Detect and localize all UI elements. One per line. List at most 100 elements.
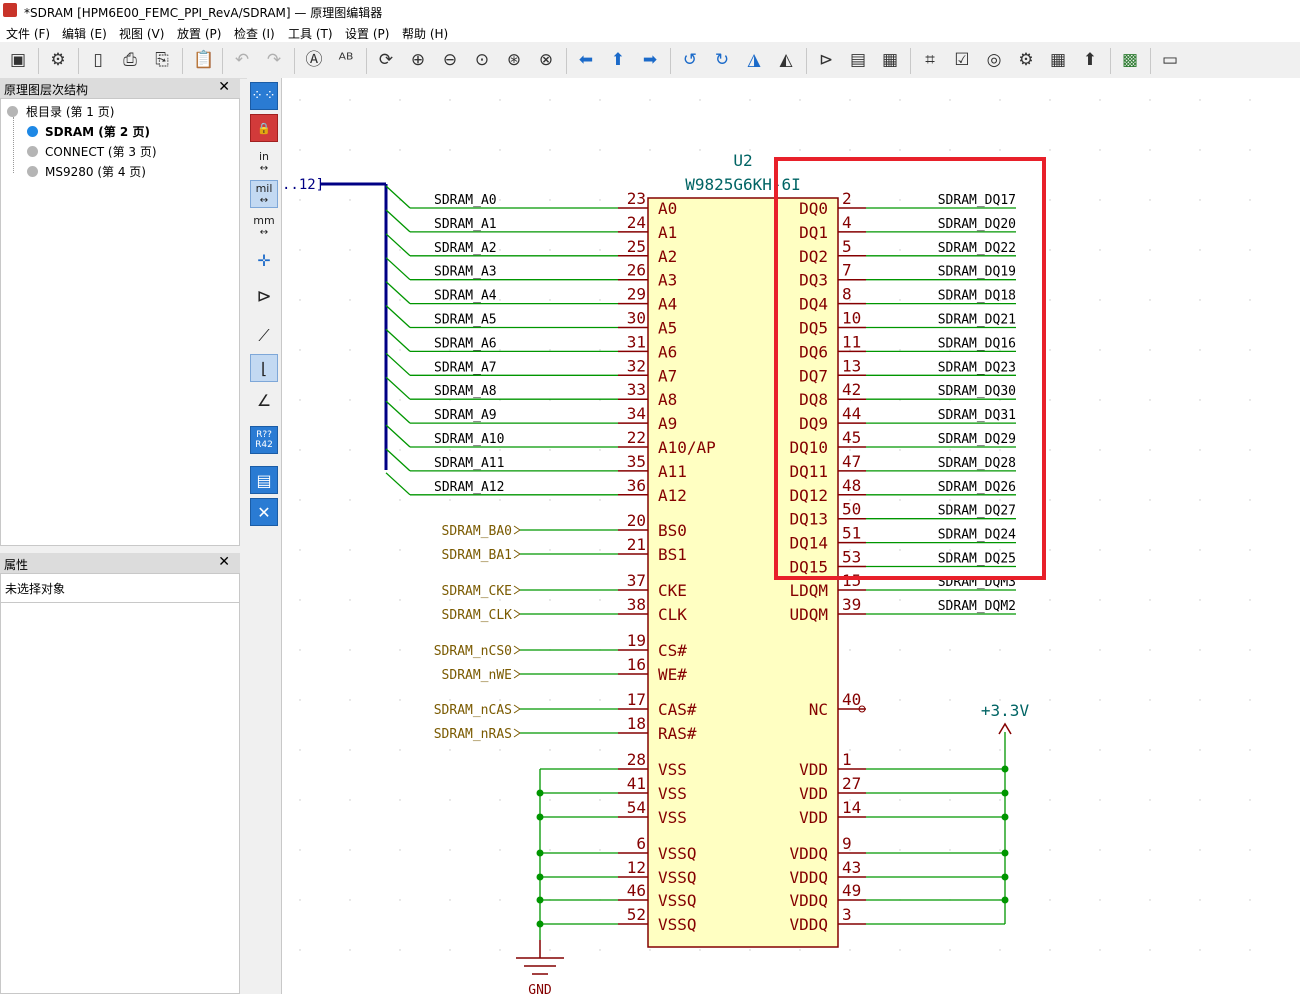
grid-dot <box>849 549 851 551</box>
hierarchy-navigator-icon[interactable]: ▤ <box>250 466 278 494</box>
grid-dot <box>499 99 501 101</box>
footprint-library-icon[interactable]: ⚙ <box>1018 49 1034 70</box>
pin-number: 8 <box>842 285 852 304</box>
footprint-assign-icon[interactable]: ▦ <box>881 49 899 70</box>
grid-toggle-icon[interactable]: ⁘⁘ <box>250 82 278 110</box>
back-icon[interactable]: ⬅ <box>578 49 594 70</box>
grid-dot <box>1099 299 1101 301</box>
pin-name: DQ9 <box>799 414 828 433</box>
hierarchy-close-icon[interactable]: ✕ <box>218 79 230 95</box>
bus-entry <box>385 257 411 281</box>
grid-dot <box>349 299 351 301</box>
scripting-console-icon[interactable]: ▭ <box>1161 49 1179 70</box>
menu-file[interactable]: 文件 (F) <box>6 27 51 41</box>
grid-dot <box>1099 149 1101 151</box>
symbol-editor-icon[interactable]: ⊳ <box>818 49 834 70</box>
pin-number: 30 <box>627 309 646 328</box>
bom-table-icon[interactable]: ▦ <box>1049 49 1067 70</box>
hidden-pins-icon[interactable]: ⊳ <box>256 285 272 307</box>
mirror-h-icon[interactable]: ◭ <box>779 49 793 70</box>
grid-dot <box>299 199 301 201</box>
save-icon[interactable]: ▣ <box>9 49 27 70</box>
line-mode-45-icon[interactable]: ∠ <box>256 390 272 410</box>
grid-dot <box>1199 899 1201 901</box>
grid-dot <box>1249 449 1251 451</box>
pin-number: 40 <box>842 690 861 709</box>
tree-item-connect[interactable]: CONNECT (第 3 页) <box>45 145 157 159</box>
zoom-in-icon[interactable]: ⊕ <box>410 49 426 70</box>
pin-name: A8 <box>658 390 677 409</box>
grid-dot <box>1199 399 1201 401</box>
grid-dot <box>1149 749 1151 751</box>
line-mode-90-icon[interactable]: ⌊ <box>250 354 278 382</box>
pin-name: VDD <box>799 808 828 827</box>
up-icon[interactable]: ⬆ <box>610 49 626 70</box>
grid-dot <box>499 199 501 201</box>
units-mil-icon[interactable]: mil↔ <box>250 180 278 208</box>
menu-edit[interactable]: 编辑 (E) <box>62 27 107 41</box>
grid-dot <box>349 199 351 201</box>
forward-icon[interactable]: ➡ <box>642 49 658 70</box>
zoom-objects-icon[interactable]: ⊛ <box>506 49 522 70</box>
paste-icon[interactable]: 📋 <box>193 49 215 70</box>
units-in-icon[interactable]: in↔ <box>258 150 270 174</box>
bom-icon[interactable]: ⬆ <box>1082 49 1098 70</box>
print-icon[interactable]: ⎙ <box>123 49 137 70</box>
tree-item-root[interactable]: 根目录 (第 1 页) <box>26 105 115 119</box>
annotate-icon[interactable]: ⌗ <box>925 49 935 70</box>
grid-dot <box>949 849 951 851</box>
line-mode-free-icon[interactable]: ⟋ <box>258 326 270 345</box>
redo-icon[interactable]: ↷ <box>266 49 282 70</box>
grid-dot <box>849 249 851 251</box>
grid-dot <box>899 449 901 451</box>
lock-icon[interactable]: 🔒 <box>250 114 278 142</box>
rotate-ccw-icon[interactable]: ↺ <box>682 49 698 70</box>
grid-dot <box>949 499 951 501</box>
undo-icon[interactable]: ↶ <box>234 49 250 70</box>
zoom-out-icon[interactable]: ⊖ <box>442 49 458 70</box>
menu-help[interactable]: 帮助 (H) <box>402 27 449 41</box>
cursor-crosshair-icon[interactable]: ✛ <box>257 250 271 270</box>
units-mm-icon[interactable]: mm↔ <box>253 214 275 238</box>
grid-dot <box>899 199 901 201</box>
rotate-cw-icon[interactable]: ↻ <box>714 49 730 70</box>
menu-inspect[interactable]: 检查 (I) <box>234 27 275 41</box>
annotate-icon[interactable]: R??R42 <box>250 426 278 454</box>
grid-dot <box>1049 149 1051 151</box>
pcb-editor-icon[interactable]: ▩ <box>1121 49 1139 70</box>
symbol-library-icon[interactable]: ▤ <box>849 49 867 70</box>
find-icon[interactable]: Ⓐ <box>305 49 323 70</box>
menu-place[interactable]: 放置 (P) <box>177 27 222 41</box>
hier-label: SDRAM_nRAS <box>434 727 512 742</box>
junction <box>536 873 544 881</box>
grid-dot <box>899 349 901 351</box>
menu-preferences[interactable]: 设置 (P) <box>345 27 390 41</box>
menu-tools[interactable]: 工具 (T) <box>288 27 333 41</box>
grid-dot <box>999 249 1001 251</box>
grid-dot <box>349 799 351 801</box>
mirror-v-icon[interactable]: ◮ <box>747 49 761 70</box>
find-replace-icon[interactable]: ᴬᴮ <box>338 49 354 70</box>
schematic-drawing[interactable]: U2W9825G6KH-6I..12]23A0SDRAM_A024A1SDRAM… <box>282 78 1300 994</box>
grid-dot <box>599 99 601 101</box>
schematic-setup-icon[interactable]: ⚙ <box>50 49 66 70</box>
zoom-fit-icon[interactable]: ⊙ <box>474 49 490 70</box>
zoom-selection-icon[interactable]: ⊗ <box>538 49 554 70</box>
refresh-icon[interactable]: ⟳ <box>378 49 394 70</box>
junction <box>1001 789 1009 797</box>
grid-dot <box>549 949 551 951</box>
grid-dot <box>299 99 301 101</box>
properties-close-icon[interactable]: ✕ <box>218 554 230 570</box>
plot-icon[interactable]: ⎘ <box>155 49 169 70</box>
grid-dot <box>1149 649 1151 651</box>
tree-item-ms9280[interactable]: MS9280 (第 4 页) <box>45 165 146 179</box>
properties-toggle-icon[interactable]: ✕ <box>250 498 278 526</box>
pin-number: 48 <box>842 476 861 495</box>
erc-icon[interactable]: ☑ <box>954 49 970 70</box>
new-page-icon[interactable]: ▯ <box>93 49 103 70</box>
grid-dot <box>1249 399 1251 401</box>
simulator-icon[interactable]: ◎ <box>986 49 1002 70</box>
menu-view[interactable]: 视图 (V) <box>119 27 165 41</box>
tree-item-sdram[interactable]: SDRAM (第 2 页) <box>45 125 150 139</box>
